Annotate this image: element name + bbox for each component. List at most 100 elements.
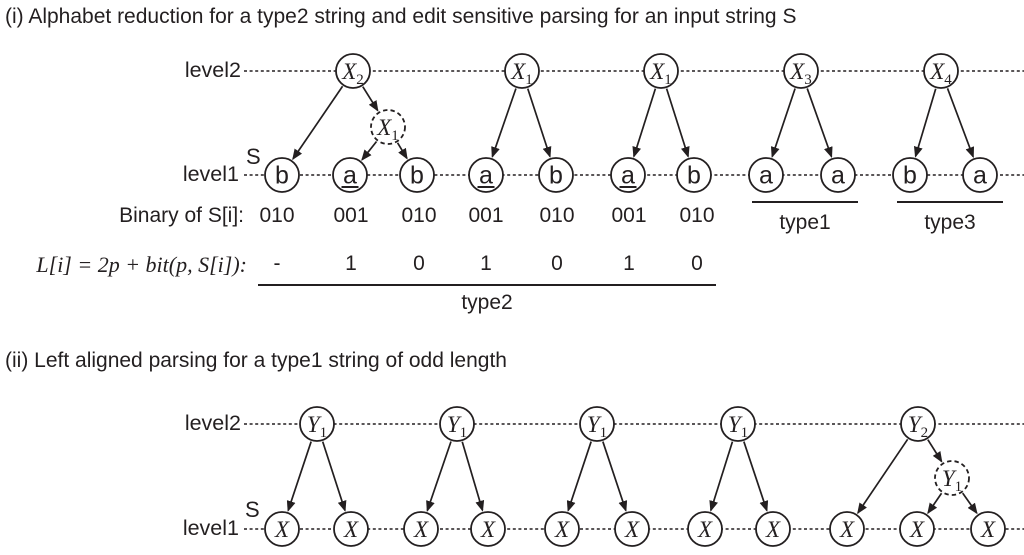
- sec-i-level1-node-10-label: a: [973, 162, 987, 190]
- sec-ii-level1-node-1-circle: [333, 511, 369, 547]
- l-value-6: 0: [691, 252, 703, 275]
- sec-ii-level1-node-1-label: X: [343, 517, 359, 542]
- sec-ii-level1-node-4-label: X: [554, 517, 570, 542]
- sec-ii-level1-node-8-circle: [829, 511, 865, 547]
- section-ii-string-s-label: S: [245, 497, 260, 522]
- sec-i-level1-node-3-label: a: [479, 162, 493, 190]
- sec-ii-level2-node-2-label: Y1: [587, 412, 607, 441]
- sec-ii-parse-edge-arrow: [857, 438, 909, 515]
- sec-ii-level1-node-8-label: X: [839, 517, 855, 542]
- sec-ii-level2-node-3-circle: [720, 406, 756, 442]
- sec-i-level2-node-1-circle: [504, 53, 540, 89]
- sec-i-parse-edge-arrow: [491, 88, 517, 158]
- l-value-2: 0: [413, 252, 425, 275]
- sec-ii-level1-node-3-circle: [470, 511, 506, 547]
- sec-ii-level1-node-10-label: X: [980, 517, 996, 542]
- section-i-title: (i) Alphabet reduction for a type2 strin…: [5, 5, 797, 28]
- sec-ii-parse-edge-arrow: [566, 441, 592, 512]
- sec-i-level1-node-7-label: a: [759, 162, 773, 190]
- sec-i-level1-node-9-circle: [892, 157, 928, 193]
- l-value-3: 1: [480, 252, 492, 275]
- sec-ii-parse-edge-arrow: [461, 441, 485, 512]
- sec-ii-parse-edge-arrow: [961, 492, 978, 515]
- section-ii-title: (ii) Left aligned parsing for a type1 st…: [5, 349, 507, 372]
- sec-ii-level2-node-4-label: Y2: [908, 412, 928, 441]
- sec-ii-level1-node-5-circle: [614, 511, 650, 547]
- sec-ii-parse-edge-arrow: [927, 439, 943, 463]
- sec-i-level1-node-4-circle: [538, 157, 574, 193]
- sec-i-level2-node-4-label: X4: [929, 59, 952, 88]
- sec-ii-parse-edge-arrow: [426, 441, 452, 512]
- sec-ii-level1-node-9-circle: [899, 511, 935, 547]
- sec-i-parse-edge-arrow: [632, 88, 657, 158]
- sec-i-level1-node-0-circle: [264, 157, 300, 193]
- sec-i-level2-node-3-circle: [783, 53, 819, 89]
- sec-ii-parse-edge-arrow: [286, 441, 312, 512]
- sec-ii-level1-node-2-label: X: [413, 517, 429, 542]
- l-value-0: -: [273, 252, 281, 275]
- sec-ii-level1-node-10-circle: [970, 511, 1006, 547]
- sec-ii-level1-node-3-label: X: [480, 517, 496, 542]
- sec-ii-parse-edge-arrow: [927, 492, 943, 515]
- sec-ii-level1-node-6-label: X: [697, 517, 713, 542]
- sec-ii-dashed-node-circle: [934, 460, 970, 496]
- l-value-4: 0: [551, 252, 563, 275]
- binary-value-4: 010: [539, 204, 575, 227]
- section-i-level2-label: level2: [184, 58, 241, 82]
- sec-ii-level1-node-5-label: X: [624, 517, 640, 542]
- sec-i-level1-node-8-circle: [820, 157, 856, 193]
- sec-i-level1-node-2-circle: [399, 157, 435, 193]
- sec-i-level2-node-3-label: X3: [789, 59, 812, 88]
- sec-i-level1-node-4-label: b: [549, 162, 563, 190]
- sec-ii-parse-edge-arrow: [709, 441, 734, 512]
- sec-i-level1-node-5-label: a: [621, 162, 635, 190]
- sec-i-level1-node-5-circle: [610, 157, 646, 193]
- sec-i-level1-node-10-circle: [962, 157, 998, 193]
- sec-ii-level2-node-1-label: Y1: [447, 412, 467, 441]
- section-ii-level2-label: level2: [184, 411, 241, 435]
- sec-i-level1-node-6-label: b: [687, 162, 701, 190]
- sec-i-parse-edge-arrow: [396, 142, 408, 160]
- sec-ii-level2-node-3-label: Y1: [728, 412, 748, 441]
- sec-ii-level2-node-4-circle: [900, 406, 936, 442]
- sec-i-parse-edge-arrow: [806, 88, 833, 159]
- sec-i-dashed-node-circle: [370, 109, 406, 145]
- sec-ii-parse-edge-arrow: [602, 441, 628, 512]
- sec-ii-level1-node-4-circle: [544, 511, 580, 547]
- sec-i-parse-edge-arrow: [361, 140, 378, 161]
- sec-ii-level1-node-6-circle: [687, 511, 723, 547]
- sec-ii-level2-node-1-circle: [439, 406, 475, 442]
- binary-value-5: 001: [611, 204, 647, 227]
- sec-ii-level1-node-0-circle: [264, 511, 300, 547]
- type2-annotation-label: type2: [461, 291, 513, 314]
- sec-ii-level2-node-2-circle: [579, 406, 615, 442]
- sec-i-parse-edge-arrow: [665, 88, 690, 158]
- section-i-level1-label: level1: [182, 162, 239, 186]
- sec-ii-dashed-node-label: Y1: [942, 466, 962, 495]
- type1-annotation-label: type1: [779, 211, 831, 234]
- sec-ii-parse-edge-arrow: [321, 441, 347, 512]
- sec-i-level1-node-3-circle: [468, 157, 504, 193]
- sec-i-parse-edge-arrow: [946, 88, 975, 159]
- sec-i-level2-node-0-circle: [335, 53, 371, 89]
- sec-i-level1-node-6-circle: [676, 157, 712, 193]
- sec-i-level2-node-2-circle: [643, 53, 679, 89]
- sec-ii-parse-edge-arrow: [743, 441, 769, 512]
- sec-i-parse-edge-arrow: [913, 88, 937, 158]
- sec-i-level2-node-4-circle: [923, 53, 959, 89]
- section-i-string-s-label: S: [246, 144, 261, 169]
- binary-value-1: 001: [333, 204, 369, 227]
- binary-value-0: 010: [259, 204, 295, 227]
- l-value-1: 1: [345, 252, 357, 275]
- sec-ii-level1-node-9-label: X: [909, 517, 925, 542]
- sec-i-level1-node-9-label: b: [903, 162, 917, 190]
- sec-ii-level1-node-2-circle: [403, 511, 439, 547]
- binary-value-3: 001: [468, 204, 504, 227]
- sec-i-parse-edge-arrow: [362, 86, 379, 112]
- sec-ii-level1-node-7-circle: [755, 511, 791, 547]
- type3-annotation-label: type3: [924, 211, 976, 234]
- sec-i-level2-node-0-label: X2: [341, 59, 364, 88]
- sec-ii-level1-node-0-label: X: [274, 517, 290, 542]
